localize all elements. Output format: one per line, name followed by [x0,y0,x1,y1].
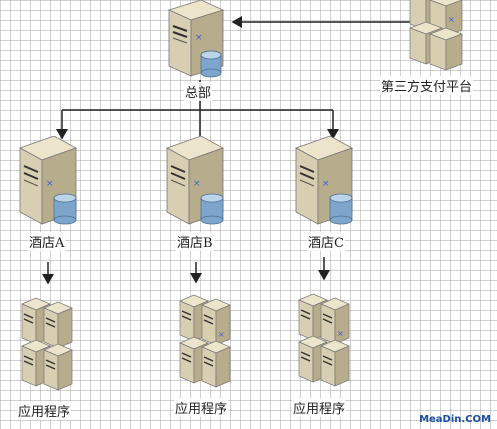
svg-text:×: × [46,179,54,189]
third-party-node: × [408,0,468,76]
svg-text:×: × [193,179,201,189]
app-a-label: 应用程序 [17,401,72,420]
svg-text:×: × [337,329,344,338]
svg-text:×: × [195,33,203,43]
server-db-icon: × [166,135,224,225]
hotel-c-node: × [292,135,356,232]
server-cluster-icon: × [409,0,463,71]
app-a-node [20,296,76,396]
svg-text:×: × [322,179,330,189]
app-b-label: 应用程序 [174,398,229,417]
server-cluster-icon: × [179,294,231,388]
watermark: MeaDin.COM [419,414,491,425]
svg-text:×: × [448,15,455,24]
server-db-icon: × [295,135,353,225]
hotel-a-node: × [16,135,80,232]
server-cluster-icon: × [298,293,350,387]
hotel-b-label: 酒店B [176,232,214,251]
app-c-label: 应用程序 [292,398,347,417]
server-db-icon: × [19,135,77,225]
server-db-icon: × [167,0,225,78]
app-b-node: × [178,293,238,395]
svg-text:×: × [218,330,225,339]
app-c-node: × [297,292,357,394]
hq-label: 总部 [184,82,213,101]
hotel-a-label: 酒店A [28,232,66,251]
third-party-label: 第三方支付平台 [380,76,474,95]
hotel-b-node: × [163,135,227,232]
server-cluster-icon [21,297,73,391]
hq-node: × [165,0,227,84]
hotel-c-label: 酒店C [307,232,345,251]
